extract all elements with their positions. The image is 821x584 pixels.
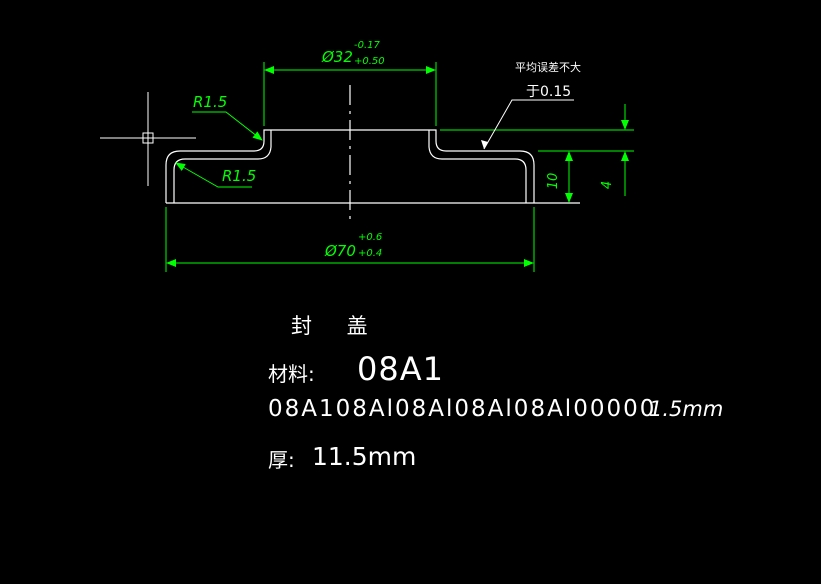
flatness-leader <box>483 99 574 150</box>
thickness-label: 厚: <box>268 448 295 472</box>
flatness-note-line1: 平均误差不大 <box>515 60 581 74</box>
inner-profile-right <box>428 130 527 203</box>
flatness-arrow-icon <box>481 140 488 149</box>
material-spec-thickness: 1.5mm <box>649 397 724 421</box>
material-value: 08A1 <box>357 350 444 388</box>
crosshair-icon <box>100 92 196 186</box>
thickness-value: 11.5mm <box>312 442 417 471</box>
part-outline <box>165 85 580 220</box>
top-dia-upper-tol: -0.17 <box>354 40 381 51</box>
bottom-dia-base: Ø70 <box>324 242 356 260</box>
bottom-dia-upper-tol: +0.6 <box>358 232 382 243</box>
top-dia-base: Ø32 <box>321 48 353 66</box>
radius-upper-leader <box>192 111 263 141</box>
radius-upper-label: R1.5 <box>193 93 227 111</box>
dimension-text: Ø32 -0.17 +0.50 Ø70 +0.6 +0.4 R1.5 R1.5 … <box>193 40 615 260</box>
dimensions <box>165 62 634 272</box>
height-step-label: 4 <box>600 181 615 189</box>
radius-lower-leader <box>175 162 252 188</box>
inner-profile <box>173 130 272 203</box>
part-title: 封 盖 <box>291 314 382 338</box>
material-spec: 08A108Al08Al08Al08Al00000 <box>268 396 657 422</box>
bottom-dia-lower-tol: +0.4 <box>358 248 382 259</box>
flatness-note: 平均误差不大 于0.15 <box>515 60 581 100</box>
top-dia-lower-tol: +0.50 <box>354 56 385 67</box>
material-label: 材料: <box>268 362 315 386</box>
flatness-note-line2: 于0.15 <box>526 84 571 100</box>
radius-lower-label: R1.5 <box>222 167 256 185</box>
height-total-label: 10 <box>546 173 561 190</box>
